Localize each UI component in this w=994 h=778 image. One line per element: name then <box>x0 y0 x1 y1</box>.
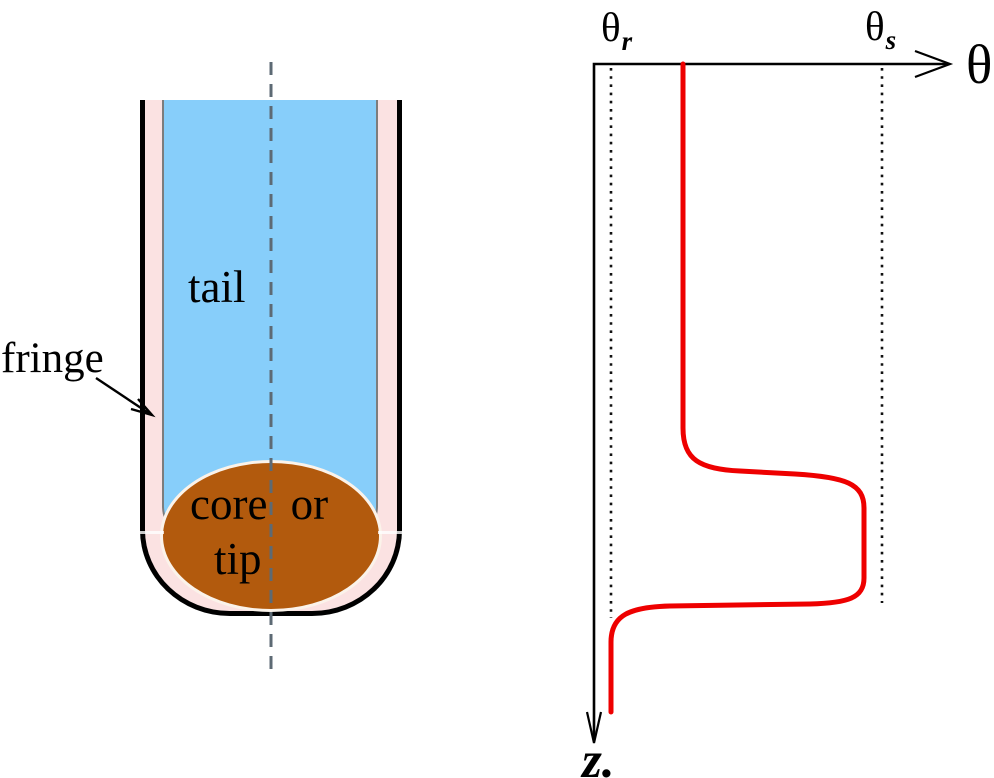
tube-junction-right <box>378 531 404 534</box>
core-label: core or <box>190 479 329 529</box>
theta-s-base: θ <box>865 3 885 49</box>
theta-r-base: θ <box>601 4 621 50</box>
theta-z-axes <box>585 49 954 744</box>
theta-r-subscript: r <box>621 26 633 57</box>
tail-label: tail <box>188 262 246 312</box>
theta-profile-curve <box>608 61 867 715</box>
fringe-label: fringe <box>1 335 104 382</box>
theta-r-label: θr <box>601 4 632 54</box>
theta-s-label: θs <box>865 3 896 53</box>
tip-label: tip <box>214 534 262 584</box>
theta-axis-label: θ <box>966 34 993 95</box>
theta-s-subscript: s <box>885 25 897 56</box>
z-axis-arrowhead <box>585 711 603 744</box>
z-axis-label: z. <box>582 733 615 778</box>
theta-axis-arrowhead <box>914 49 954 79</box>
tube-junction-left <box>140 531 164 534</box>
fringe-arrow <box>95 377 156 418</box>
